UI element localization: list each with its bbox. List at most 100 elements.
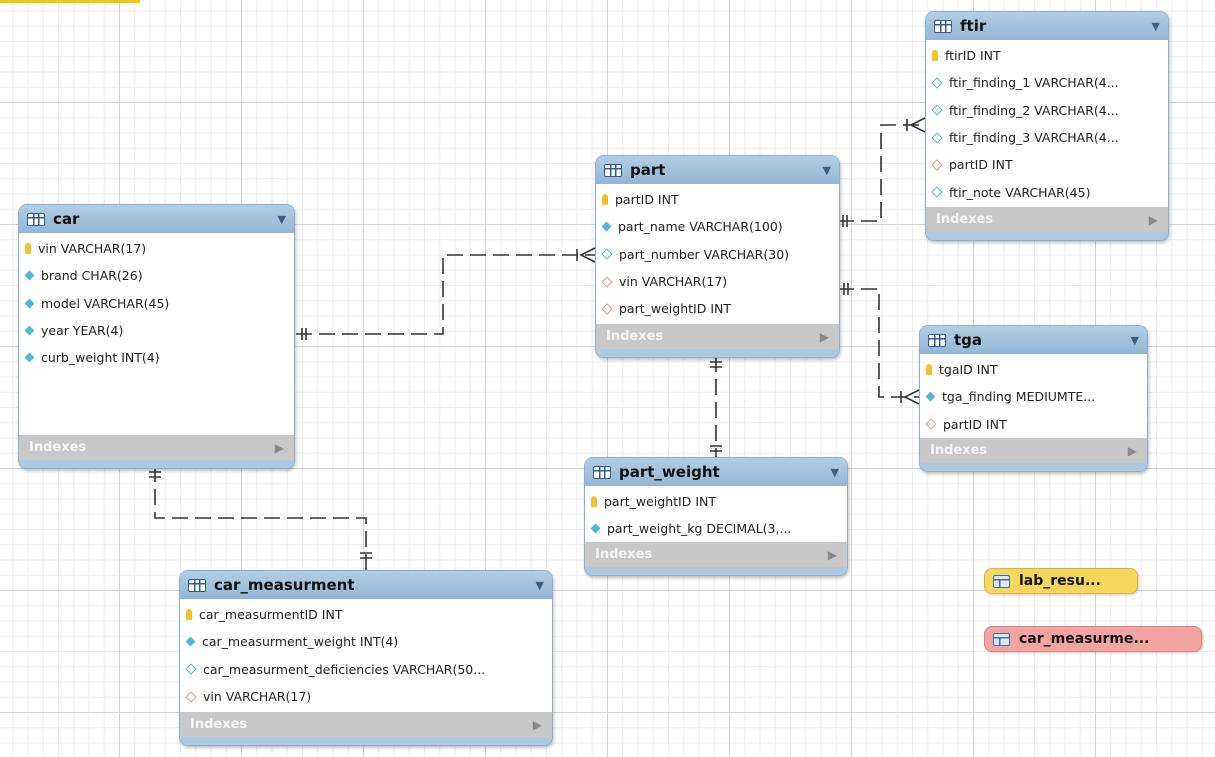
table-header[interactable]: car ▼ xyxy=(19,205,294,233)
column-row[interactable]: part_name VARCHAR(100) xyxy=(596,213,839,240)
triangle-right-icon[interactable]: ▶ xyxy=(1148,212,1158,227)
column-row[interactable]: car_measurment_weight INT(4) xyxy=(180,628,552,655)
table-part-weight[interactable]: part_weight ▼ part_weightID INT part_wei… xyxy=(584,457,848,576)
column-row[interactable]: part_weight_kg DECIMAL(3,... xyxy=(585,515,847,542)
column-label: partID INT xyxy=(615,192,679,208)
column-row[interactable]: model VARCHAR(45) xyxy=(19,290,294,317)
column-label: part_name VARCHAR(100) xyxy=(618,219,783,235)
triangle-right-icon[interactable]: ▶ xyxy=(819,329,829,344)
table-title: part xyxy=(630,161,666,179)
triangle-right-icon[interactable]: ▶ xyxy=(532,717,542,732)
column-row[interactable]: tga_finding MEDIUMTE... xyxy=(920,383,1147,410)
column-row[interactable]: vin VARCHAR(17) xyxy=(596,268,839,295)
column-row[interactable]: ftirID INT xyxy=(926,42,1168,69)
diamond-filled-icon xyxy=(925,391,936,402)
triangle-down-icon[interactable]: ▼ xyxy=(822,163,831,177)
triangle-down-icon[interactable]: ▼ xyxy=(830,465,839,479)
column-row[interactable]: brand CHAR(26) xyxy=(19,262,294,289)
column-label: vin VARCHAR(17) xyxy=(619,274,728,290)
indexes-label: Indexes xyxy=(190,717,248,732)
diamond-fk-icon xyxy=(185,690,197,703)
column-row[interactable]: ftir_finding_1 VARCHAR(4... xyxy=(926,69,1168,96)
triangle-right-icon[interactable]: ▶ xyxy=(827,547,837,562)
indexes-section[interactable]: Indexes ▶ xyxy=(585,542,847,567)
rel-part-part_weight[interactable] xyxy=(710,356,722,457)
column-row[interactable]: ftir_finding_3 VARCHAR(4... xyxy=(926,124,1168,151)
column-label: ftir_finding_2 VARCHAR(4... xyxy=(949,102,1119,118)
table-tga[interactable]: tga ▼ tgaID INT tga_finding MEDIUMTE... … xyxy=(919,325,1148,472)
indexes-section[interactable]: Indexes ▶ xyxy=(926,207,1168,232)
table-icon xyxy=(604,163,622,177)
table-header[interactable]: ftir ▼ xyxy=(926,12,1168,40)
column-label: part_weightID INT xyxy=(604,494,716,510)
column-row[interactable]: ftir_finding_2 VARCHAR(4... xyxy=(926,97,1168,124)
column-row[interactable]: car_measurment_deficiencies VARCHAR(50..… xyxy=(180,656,552,683)
column-row[interactable]: year YEAR(4) xyxy=(19,317,294,344)
triangle-down-icon[interactable]: ▼ xyxy=(1151,19,1160,33)
indexes-section[interactable]: Indexes ▶ xyxy=(920,438,1147,463)
diamond-filled-icon xyxy=(601,221,612,232)
column-row[interactable]: part_weightID INT xyxy=(585,488,847,515)
collapsed-table-lab-results[interactable]: lab_resu... xyxy=(984,568,1138,594)
table-header[interactable]: car_measurment ▼ xyxy=(180,571,552,599)
rel-car-car_measurment[interactable] xyxy=(149,466,372,570)
column-row[interactable]: car_measurmentID INT xyxy=(180,601,552,628)
column-row[interactable]: partID INT xyxy=(926,151,1168,178)
table-icon xyxy=(993,632,1010,646)
selection-marker xyxy=(0,0,140,3)
column-row[interactable]: part_weightID INT xyxy=(596,295,839,322)
rel-part-tga[interactable] xyxy=(838,283,920,405)
diamond-open-icon xyxy=(931,104,943,116)
column-row[interactable]: vin VARCHAR(17) xyxy=(180,683,552,710)
table-ftir[interactable]: ftir ▼ ftirID INT ftir_finding_1 VARCHAR… xyxy=(925,11,1169,241)
diamond-fk-icon xyxy=(601,303,613,315)
table-car[interactable]: car ▼ vin VARCHAR(17) brand CHAR(26) mod… xyxy=(18,204,295,469)
column-row[interactable]: vin VARCHAR(17) xyxy=(19,235,294,262)
column-row[interactable]: part_number VARCHAR(30) xyxy=(596,241,839,268)
column-row[interactable]: partID INT xyxy=(596,186,839,213)
table-header[interactable]: part_weight ▼ xyxy=(585,458,847,486)
column-row[interactable]: curb_weight INT(4) xyxy=(19,344,294,371)
collapsed-table-car-measurement[interactable]: car_measurme... xyxy=(984,626,1202,652)
triangle-down-icon[interactable]: ▼ xyxy=(1130,333,1139,347)
column-label: part_number VARCHAR(30) xyxy=(619,246,790,262)
column-label: vin VARCHAR(17) xyxy=(38,241,147,257)
rel-part-ftir[interactable] xyxy=(838,117,926,227)
table-title: car_measurment xyxy=(214,576,355,594)
column-row[interactable]: partID INT xyxy=(920,411,1147,438)
rel-car-part[interactable] xyxy=(296,247,596,340)
table-icon xyxy=(27,212,45,226)
table-car-measurment[interactable]: car_measurment ▼ car_measurmentID INT ca… xyxy=(179,570,553,746)
table-part[interactable]: part ▼ partID INT part_name VARCHAR(100)… xyxy=(595,155,840,358)
triangle-down-icon[interactable]: ▼ xyxy=(535,578,544,592)
column-label: partID INT xyxy=(943,416,1007,432)
diamond-fk-icon xyxy=(601,275,613,288)
column-label: car_measurmentID INT xyxy=(199,607,343,623)
triangle-down-icon[interactable]: ▼ xyxy=(277,212,286,226)
table-title: car xyxy=(53,210,80,228)
indexes-section[interactable]: Indexes ▶ xyxy=(180,712,552,737)
diamond-open-icon xyxy=(931,186,943,198)
indexes-label: Indexes xyxy=(930,443,988,458)
indexes-section[interactable]: Indexes ▶ xyxy=(19,435,294,460)
column-label: part_weight_kg DECIMAL(3,... xyxy=(607,521,792,537)
column-label: curb_weight INT(4) xyxy=(41,350,160,366)
column-label: year YEAR(4) xyxy=(41,323,124,339)
diamond-filled-icon xyxy=(24,270,35,281)
indexes-section[interactable]: Indexes ▶ xyxy=(596,324,839,349)
triangle-right-icon[interactable]: ▶ xyxy=(1127,443,1137,458)
indexes-label: Indexes xyxy=(606,329,664,344)
table-icon xyxy=(993,574,1010,588)
diamond-fk-icon xyxy=(931,159,943,171)
table-bottom-bar xyxy=(585,567,847,575)
table-title: tga xyxy=(954,331,983,349)
table-bottom-bar xyxy=(596,349,839,357)
column-row[interactable]: tgaID INT xyxy=(920,356,1147,383)
key-icon xyxy=(186,609,192,621)
column-row[interactable]: ftir_note VARCHAR(45) xyxy=(926,178,1168,205)
table-header[interactable]: part ▼ xyxy=(596,156,839,184)
table-header[interactable]: tga ▼ xyxy=(920,326,1147,354)
triangle-right-icon[interactable]: ▶ xyxy=(274,440,284,455)
column-label: car_measurment_deficiencies VARCHAR(50..… xyxy=(203,661,486,677)
